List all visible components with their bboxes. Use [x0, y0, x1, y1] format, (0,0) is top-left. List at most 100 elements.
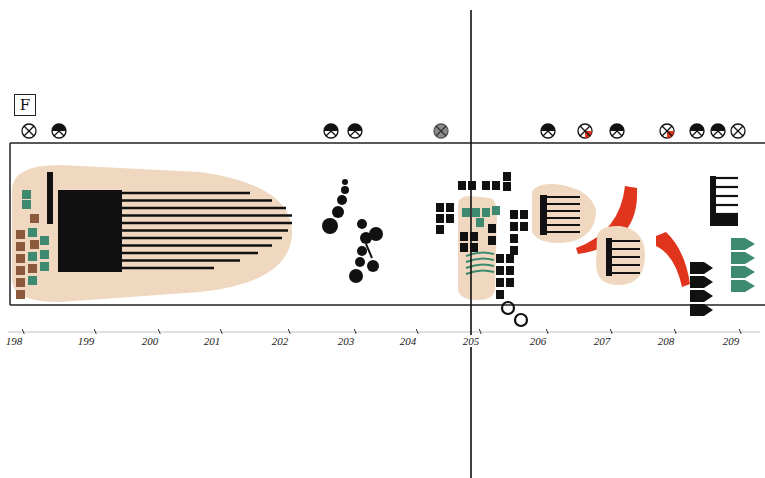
- time-number: 200: [141, 335, 160, 347]
- sound-square: [28, 276, 37, 285]
- sound-square: [506, 266, 514, 275]
- sound-square: [436, 214, 444, 223]
- sound-square: [28, 264, 37, 273]
- time-number: 209: [722, 335, 741, 347]
- sound-square: [496, 254, 504, 263]
- comb-line: [58, 214, 292, 217]
- sound-square: [520, 222, 528, 231]
- comb-line: [540, 231, 580, 233]
- comb-line: [710, 186, 738, 188]
- sound-square: [16, 254, 25, 263]
- playhead-line: [470, 10, 472, 478]
- sound-square: [460, 243, 468, 252]
- time-number: 201: [203, 335, 222, 347]
- sound-square: [503, 172, 511, 181]
- time-tick: [354, 329, 356, 334]
- comb-line: [710, 204, 738, 206]
- sound-square: [488, 236, 496, 245]
- pentagon-sound: [690, 262, 713, 274]
- time-tick: [220, 329, 222, 334]
- sound-square: [492, 206, 500, 215]
- comb-line: [540, 210, 580, 212]
- time-number: 198: [5, 335, 24, 347]
- time-tick: [158, 329, 160, 334]
- sound-square: [503, 182, 511, 191]
- comb-line: [540, 217, 580, 219]
- sound-square: [460, 232, 468, 241]
- sound-square: [506, 254, 514, 263]
- sound-square: [510, 222, 518, 231]
- comb-line: [606, 272, 640, 274]
- comb-strokes: [58, 193, 292, 268]
- comb-line: [540, 196, 580, 198]
- comb-line: [606, 240, 640, 242]
- time-tick: [479, 329, 481, 334]
- sound-square: [446, 214, 454, 223]
- comb-line: [58, 192, 250, 195]
- comb-line: [58, 244, 272, 247]
- sound-square: [436, 203, 444, 212]
- time-tick: [94, 329, 96, 334]
- time-tick: [22, 329, 24, 334]
- comb-line: [710, 195, 738, 197]
- time-tick: [546, 329, 548, 334]
- sound-square: [496, 266, 504, 275]
- time-tick: [416, 329, 418, 334]
- comb-line: [710, 177, 738, 179]
- pentagon-sound: [731, 280, 755, 292]
- sound-square: [16, 242, 25, 251]
- sound-square: [462, 208, 470, 217]
- rehearsal-box: F: [14, 94, 36, 116]
- time-tick: [674, 329, 676, 334]
- time-number: 203: [337, 335, 356, 347]
- comb-line: [540, 203, 580, 205]
- time-number: 207: [593, 335, 612, 347]
- sound-square: [30, 240, 39, 249]
- sound-square: [16, 230, 25, 239]
- pentagon-sound: [731, 238, 755, 250]
- comb-line: [540, 224, 580, 226]
- sound-square: [476, 218, 484, 227]
- time-number: 208: [657, 335, 676, 347]
- sound-square: [496, 290, 504, 299]
- sound-square: [458, 181, 466, 190]
- time-tick: [739, 329, 741, 334]
- sound-square: [468, 181, 476, 190]
- pentagon-sound: [690, 304, 713, 316]
- sound-square: [40, 236, 49, 245]
- comb-line: [606, 248, 640, 250]
- comb-line: [58, 207, 286, 210]
- sound-square: [40, 250, 49, 259]
- comb-line: [58, 259, 240, 262]
- time-tick: [288, 329, 290, 334]
- sound-square: [520, 210, 528, 219]
- sound-square: [28, 228, 37, 237]
- sound-square: [472, 208, 480, 217]
- sound-square: [28, 252, 37, 261]
- sound-square: [506, 278, 514, 287]
- sound-square: [436, 225, 444, 234]
- comb-line: [58, 222, 292, 225]
- sound-square: [30, 214, 39, 223]
- time-number: 199: [77, 335, 96, 347]
- sound-square: [16, 266, 25, 275]
- sound-square: [492, 181, 500, 190]
- pentagon-sound: [731, 266, 755, 278]
- sound-square: [16, 290, 25, 299]
- time-number: 204: [399, 335, 418, 347]
- sound-square: [22, 190, 31, 199]
- comb-line: [58, 237, 282, 240]
- comb-line: [710, 213, 738, 215]
- time-number: 202: [271, 335, 290, 347]
- sound-square: [488, 224, 496, 233]
- pentagon-sound: [690, 290, 713, 302]
- sound-square: [482, 181, 490, 190]
- comb-line: [58, 252, 258, 255]
- time-number: 206: [529, 335, 548, 347]
- sound-square: [446, 203, 454, 212]
- pentagon-sound: [690, 276, 713, 288]
- sound-square: [510, 234, 518, 243]
- comb-line: [606, 256, 640, 258]
- sound-square: [496, 278, 504, 287]
